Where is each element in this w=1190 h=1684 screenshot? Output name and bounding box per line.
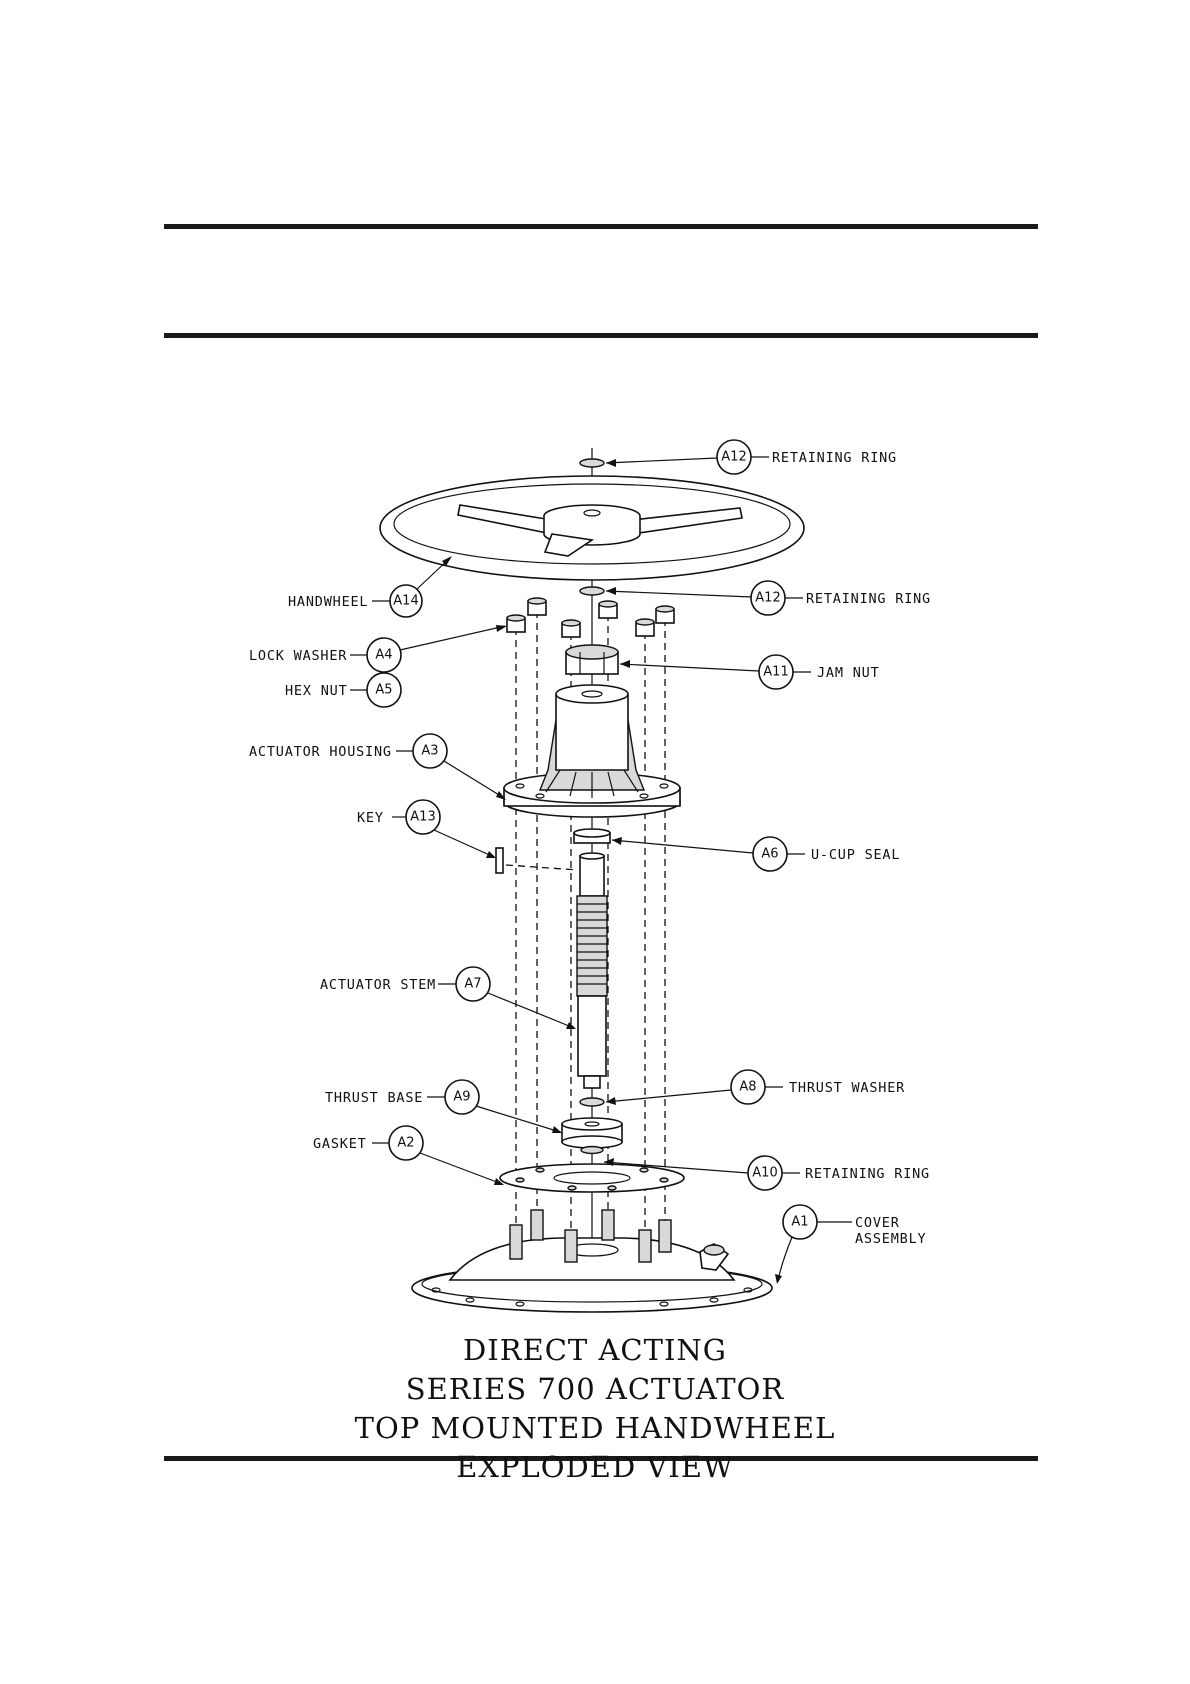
callout-a9: THRUST BASE A9 xyxy=(325,1080,562,1133)
svg-text:ASSEMBLY: ASSEMBLY xyxy=(855,1231,926,1247)
svg-text:KEY: KEY xyxy=(357,810,384,826)
callout-a2: GASKET A2 xyxy=(313,1126,504,1185)
callout-a8: A8 THRUST WASHER xyxy=(606,1070,905,1105)
svg-text:RETAINING RING: RETAINING RING xyxy=(772,450,897,466)
svg-text:A3: A3 xyxy=(421,744,438,759)
callout-a4: LOCK WASHER A4 xyxy=(249,625,507,672)
retaining-ring-bottom xyxy=(581,1147,603,1154)
callout-a6: A6 U-CUP SEAL xyxy=(612,837,900,871)
drawing-title: DIRECT ACTING SERIES 700 ACTUATOR TOP MO… xyxy=(355,1333,836,1484)
gasket xyxy=(500,1164,684,1192)
thrust-washer xyxy=(580,1098,604,1106)
jam-nut xyxy=(566,645,618,674)
u-cup-seal xyxy=(574,829,610,843)
svg-text:A10: A10 xyxy=(752,1166,777,1181)
callout-a12-second: A12 RETAINING RING xyxy=(606,581,931,615)
svg-text:A5: A5 xyxy=(375,683,392,698)
svg-text:JAM NUT: JAM NUT xyxy=(817,665,880,681)
key xyxy=(496,848,503,873)
svg-text:A13: A13 xyxy=(410,810,435,825)
svg-text:A4: A4 xyxy=(375,648,392,663)
svg-text:ACTUATOR HOUSING: ACTUATOR HOUSING xyxy=(249,744,392,760)
svg-text:RETAINING RING: RETAINING RING xyxy=(806,591,931,607)
callout-a11: A11 JAM NUT xyxy=(620,655,880,689)
svg-text:COVER: COVER xyxy=(855,1215,900,1231)
title-line-2: SERIES 700 ACTUATOR xyxy=(406,1372,785,1406)
svg-text:A1: A1 xyxy=(791,1215,808,1230)
svg-text:GASKET: GASKET xyxy=(313,1136,367,1152)
svg-text:THRUST BASE: THRUST BASE xyxy=(325,1090,423,1106)
callout-a3: ACTUATOR HOUSING A3 xyxy=(249,734,506,800)
title-line-1: DIRECT ACTING xyxy=(463,1333,727,1367)
svg-text:A9: A9 xyxy=(453,1090,470,1105)
svg-text:HANDWHEEL: HANDWHEEL xyxy=(288,594,368,610)
svg-text:A2: A2 xyxy=(397,1136,414,1151)
svg-text:A6: A6 xyxy=(761,847,778,862)
svg-text:A14: A14 xyxy=(393,594,418,609)
svg-text:THRUST WASHER: THRUST WASHER xyxy=(789,1080,905,1096)
title-line-4: EXPLODED VIEW xyxy=(456,1450,734,1484)
svg-text:A12: A12 xyxy=(755,591,780,606)
svg-text:A8: A8 xyxy=(739,1080,756,1095)
svg-text:LOCK WASHER: LOCK WASHER xyxy=(249,648,347,664)
svg-text:A7: A7 xyxy=(464,977,481,992)
svg-text:ACTUATOR STEM: ACTUATOR STEM xyxy=(320,977,436,993)
svg-text:A12: A12 xyxy=(721,450,746,465)
retaining-ring-top xyxy=(580,459,604,467)
actuator-stem xyxy=(577,853,607,1088)
svg-text:A11: A11 xyxy=(763,665,788,680)
callout-a14: HANDWHEEL A14 xyxy=(288,556,452,617)
thrust-base xyxy=(562,1118,622,1148)
title-line-3: TOP MOUNTED HANDWHEEL xyxy=(355,1411,836,1445)
svg-text:U-CUP SEAL: U-CUP SEAL xyxy=(811,847,900,863)
callout-a13: KEY A13 xyxy=(357,800,496,858)
actuator-housing xyxy=(504,685,680,817)
retaining-ring-2 xyxy=(580,587,604,595)
svg-text:HEX NUT: HEX NUT xyxy=(285,683,348,699)
callout-a12-top: A12 RETAINING RING xyxy=(606,440,897,474)
callout-a5: HEX NUT A5 xyxy=(285,673,401,707)
callout-a1: A1 COVER ASSEMBLY xyxy=(775,1205,926,1284)
cover-port xyxy=(700,1244,728,1270)
svg-text:RETAINING RING: RETAINING RING xyxy=(805,1166,930,1182)
hex-nuts xyxy=(507,598,674,637)
